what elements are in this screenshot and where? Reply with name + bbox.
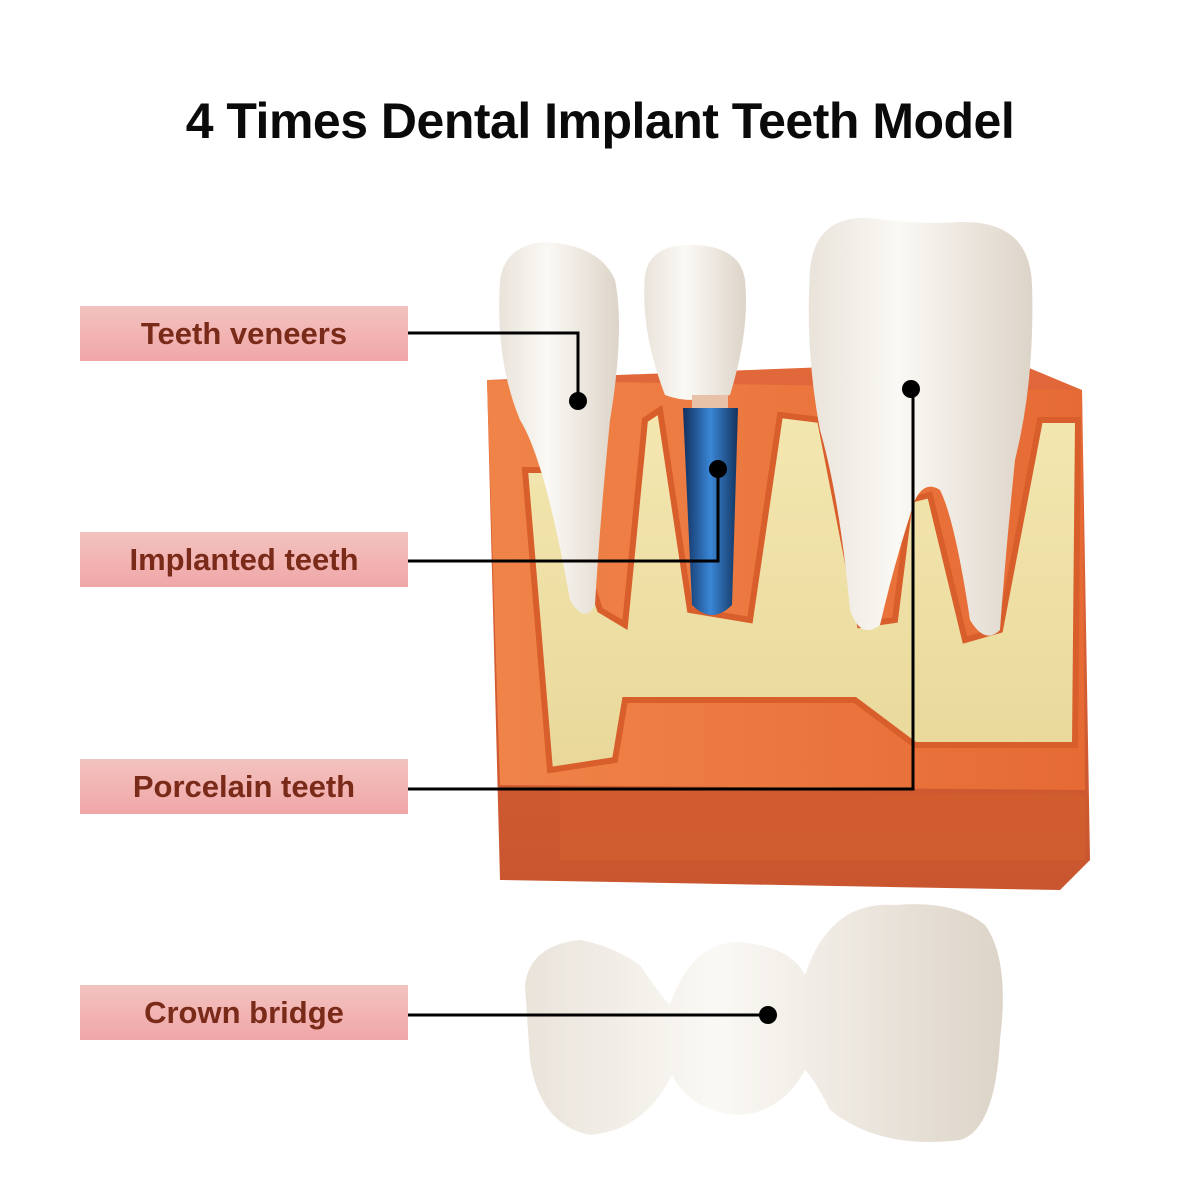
label-crown-bridge: Crown bridge xyxy=(80,985,408,1040)
dot-bridge xyxy=(759,1006,777,1024)
label-porcelain-teeth: Porcelain teeth xyxy=(80,759,408,814)
page-title: 4 Times Dental Implant Teeth Model xyxy=(185,93,1015,149)
dot-porcelain xyxy=(902,380,920,398)
callout-dots xyxy=(569,380,920,1024)
porcelain-molar xyxy=(808,217,1033,636)
dot-implant xyxy=(709,460,727,478)
label-implanted-teeth: Implanted teeth xyxy=(80,532,408,587)
leader-line-veneers xyxy=(408,331,580,401)
leader-line-porcelain xyxy=(408,389,915,791)
crown-bridge xyxy=(525,904,1003,1142)
veneer-tooth xyxy=(499,242,619,614)
leader-lines xyxy=(408,331,915,1017)
implant-tooth xyxy=(644,245,746,615)
leader-line-implant xyxy=(408,469,720,563)
label-teeth-veneers: Teeth veneers xyxy=(80,306,408,361)
dot-veneers xyxy=(569,392,587,410)
